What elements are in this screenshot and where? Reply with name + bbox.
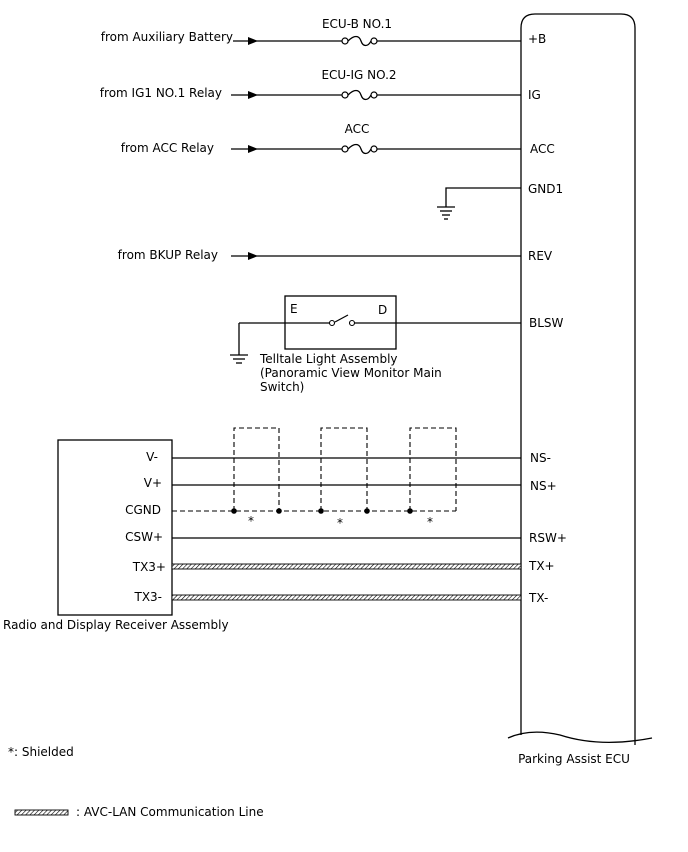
radio-name: Radio and Display Receiver Assembly bbox=[3, 618, 229, 632]
arrow-icon bbox=[248, 91, 258, 99]
fuse-ecu-b-label: ECU-B NO.1 bbox=[322, 17, 392, 31]
avc-lan-swatch bbox=[14, 809, 69, 816]
shield-mark: * bbox=[427, 515, 433, 529]
shield-mark: * bbox=[248, 514, 254, 528]
switch-name-line2: (Panoramic View Monitor Main bbox=[260, 366, 442, 380]
pin-tx-minus: TX- bbox=[528, 591, 548, 605]
pin-rev: REV bbox=[528, 249, 553, 263]
legend-avc-lan: : AVC-LAN Communication Line bbox=[76, 805, 264, 819]
pin-v-plus: V+ bbox=[144, 476, 162, 490]
signal-wires: NS- NS+ RSW+ bbox=[172, 451, 567, 545]
pin-gnd1: GND1 bbox=[528, 182, 563, 196]
circuit-acc: from ACC Relay ACC ACC bbox=[121, 122, 555, 156]
arrow-icon bbox=[248, 145, 258, 153]
arrow-icon bbox=[248, 37, 258, 45]
fuse-ecu-ig-label: ECU-IG NO.2 bbox=[321, 68, 396, 82]
arrow-icon bbox=[248, 252, 258, 260]
pin-rsw-plus: RSW+ bbox=[529, 531, 567, 545]
pin-tx-plus: TX+ bbox=[528, 559, 555, 573]
legend: *: Shielded : AVC-LAN Communication Line bbox=[8, 745, 264, 819]
legend-shielded: *: Shielded bbox=[8, 745, 74, 759]
pin-tx3-minus: TX3- bbox=[133, 590, 162, 604]
source-acc-relay: from ACC Relay bbox=[121, 141, 214, 155]
switch-name-line1: Telltale Light Assembly bbox=[259, 352, 398, 366]
pin-ig: IG bbox=[528, 88, 541, 102]
circuit-ig: from IG1 NO.1 Relay ECU-IG NO.2 IG bbox=[100, 68, 541, 102]
pin-ns-minus: NS- bbox=[530, 451, 551, 465]
ground-icon bbox=[437, 206, 455, 220]
pin-cgnd: CGND bbox=[125, 503, 161, 517]
circuit-gnd1: GND1 bbox=[437, 182, 563, 220]
fuse-acc-label: ACC bbox=[345, 122, 370, 136]
fuse-icon bbox=[347, 143, 372, 155]
switch-name-line3: Switch) bbox=[260, 380, 304, 394]
radio-display-receiver: V- V+ CGND CSW+ TX3+ TX3- Radio and Disp… bbox=[3, 439, 229, 632]
parking-assist-ecu: Parking Assist ECU bbox=[507, 13, 653, 766]
pin-acc: ACC bbox=[530, 142, 555, 156]
pin-blsw: BLSW bbox=[529, 316, 564, 330]
shield-mark: * bbox=[337, 516, 343, 530]
source-ig1-relay: from IG1 NO.1 Relay bbox=[100, 86, 222, 100]
pin-csw-plus: CSW+ bbox=[125, 530, 163, 544]
fuse-icon bbox=[347, 89, 372, 101]
source-aux-battery: from Auxiliary Battery bbox=[101, 30, 233, 44]
ecu-name: Parking Assist ECU bbox=[518, 752, 630, 766]
pin-v-minus: V- bbox=[146, 450, 158, 464]
switch-pin-d: D bbox=[378, 303, 387, 317]
fuse-icon bbox=[347, 35, 372, 47]
telltale-light-assembly: E D Telltale Light Assembly (Panoramic V… bbox=[230, 295, 564, 394]
pin-tx3-plus: TX3+ bbox=[132, 560, 166, 574]
pin-b: +B bbox=[528, 32, 546, 46]
circuit-b: from Auxiliary Battery ECU-B NO.1 +B bbox=[101, 17, 546, 47]
switch-pin-e: E bbox=[290, 302, 298, 316]
circuit-rev: from BKUP Relay REV bbox=[118, 248, 553, 263]
ground-icon bbox=[230, 354, 248, 364]
avc-lan-lines: TX+ TX- bbox=[171, 559, 555, 605]
pin-ns-plus: NS+ bbox=[530, 479, 557, 493]
shields: * * * bbox=[172, 427, 457, 530]
source-bkup-relay: from BKUP Relay bbox=[118, 248, 218, 262]
switch-icon bbox=[334, 314, 349, 323]
